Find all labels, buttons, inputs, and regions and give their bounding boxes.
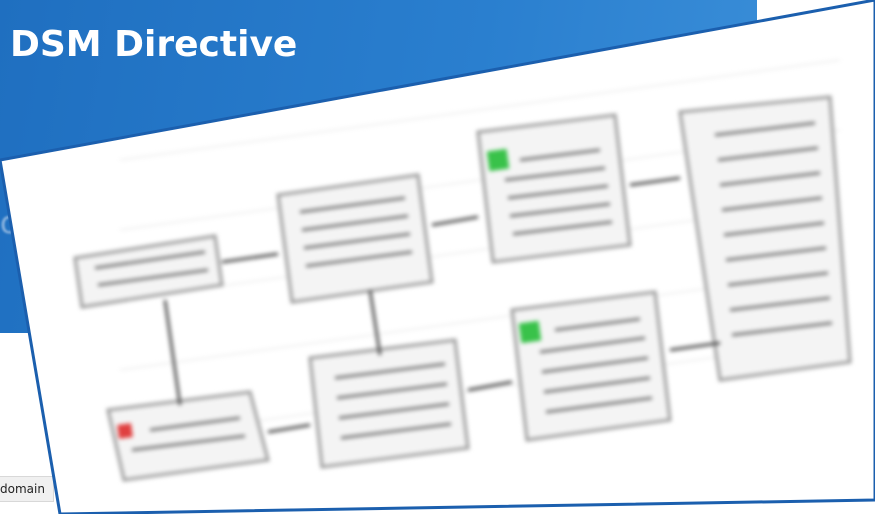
box-left-bottom: [106, 390, 270, 482]
box-right-top: [476, 113, 632, 264]
red-status-icon: [117, 423, 133, 439]
green-status-icon: [518, 320, 542, 344]
box-far-right: [678, 95, 852, 382]
domain-chip[interactable]: domain: [0, 476, 54, 502]
box-mid-bottom: [308, 338, 470, 469]
box-mid-top: [276, 173, 434, 304]
diagram-text-lines: [94, 121, 833, 452]
green-status-icon: [486, 148, 510, 172]
page-title: DSM Directive: [10, 24, 298, 65]
flow-diagram: [73, 59, 852, 482]
diagram-connectors: [163, 176, 721, 434]
